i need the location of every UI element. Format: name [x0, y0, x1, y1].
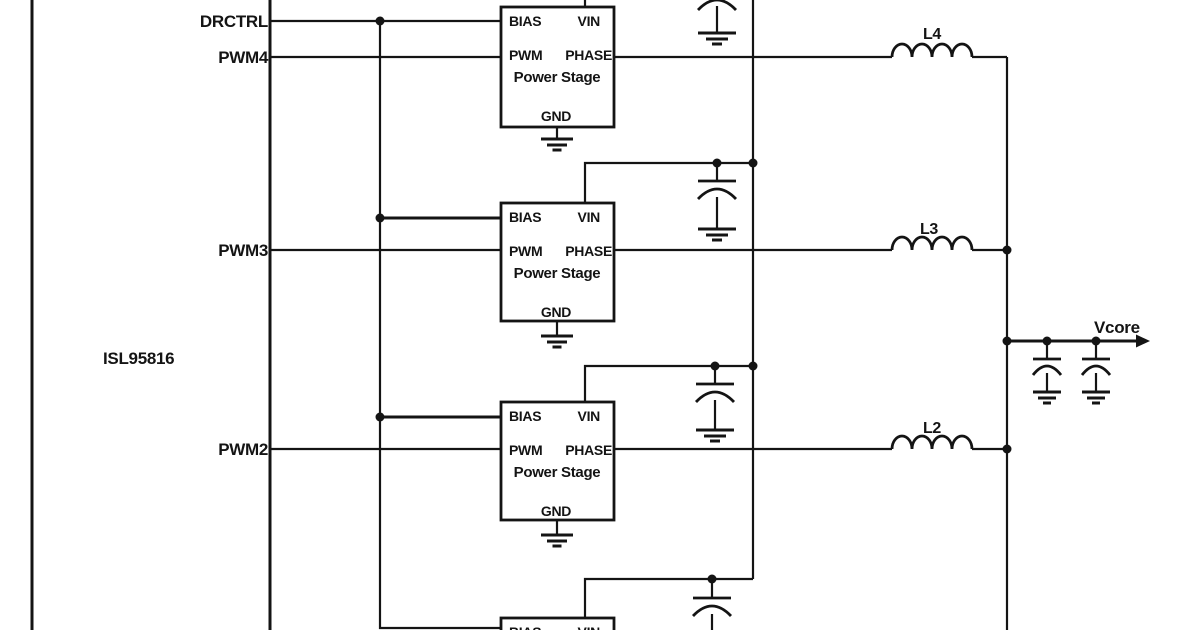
chip-label: ISL95816: [103, 349, 174, 368]
junction-dot: [375, 213, 385, 223]
inductor-label-l1: L1: [923, 628, 941, 630]
stage-pin-vin: VIN: [578, 209, 601, 225]
stage-pin-bias: BIAS: [509, 408, 541, 424]
vin-capacitor-2: [696, 158, 738, 242]
capacitor-curved-plate: [1080, 364, 1112, 376]
ground-symbol: [1082, 390, 1110, 405]
stage-pin-phase: PHASE: [565, 442, 612, 458]
vin-bus-group: [748, 0, 758, 579]
stage-pin-vin: VIN: [578, 624, 601, 630]
output-capacitor-1: [1031, 341, 1063, 405]
stage4-vin-wire: [583, 577, 753, 618]
bias-bus: [378, 21, 501, 630]
stage-pin-vin: VIN: [578, 13, 601, 29]
ground-symbol: [541, 137, 573, 152]
output-capacitor-2: [1080, 341, 1112, 405]
pin-label-pwm2: PWM2: [218, 440, 268, 459]
stage-pin-phase: PHASE: [565, 243, 612, 259]
junction-dot: [1002, 245, 1012, 255]
capacitor-curved-plate: [696, 187, 738, 200]
controller-chip: ISL95816 DRCTRL PWM4 PWM3 PWM2: [30, 0, 272, 630]
capacitor-curved-plate: [1031, 364, 1063, 376]
stage-pin-bias: BIAS: [509, 13, 541, 29]
vin-capacitor-4: [691, 574, 733, 630]
power-stage-box: [499, 616, 616, 630]
inductor-l2: [890, 434, 974, 450]
ground-symbol: [541, 533, 573, 548]
stage-pin-gnd: GND: [541, 304, 571, 320]
capacitor-curved-plate: [691, 604, 733, 617]
pin-label-pwm3: PWM3: [218, 241, 268, 260]
inductor-l4: [890, 42, 974, 58]
ground-symbol: [541, 334, 573, 349]
power-stage-3: BIAS VIN PWM PHASE Power Stage GND: [499, 361, 753, 548]
junction-dot: [375, 16, 385, 26]
vcore-label: Vcore: [1094, 318, 1140, 337]
vin-capacitor-1: [696, 0, 738, 46]
phase-row-l2: L2: [614, 420, 1007, 451]
stage-name: Power Stage: [514, 464, 601, 481]
inductor-label-l4: L4: [923, 26, 941, 43]
stage-name: Power Stage: [514, 69, 601, 86]
stage-pin-pwm: PWM: [509, 47, 542, 63]
stage-pin-gnd: GND: [541, 108, 571, 124]
stage-pin-bias: BIAS: [509, 209, 541, 225]
vin-capacitor-3: [694, 361, 736, 443]
vcore-output: Vcore: [1002, 318, 1150, 405]
capacitor-curved-plate: [696, 0, 738, 11]
ground-symbol: [1033, 390, 1061, 405]
junction-dot: [1002, 444, 1012, 454]
vcore-arrow: [1136, 334, 1150, 348]
stage-pin-pwm: PWM: [509, 442, 542, 458]
stage3-vin-wire: [583, 364, 753, 402]
junction-dot: [1002, 336, 1012, 346]
stage-name: Power Stage: [514, 265, 601, 282]
capacitor-curved-plate: [694, 390, 736, 403]
pin-label-drctrl: DRCTRL: [200, 12, 268, 31]
inductor-label-l2: L2: [923, 420, 941, 437]
inductor-label-l3: L3: [920, 221, 938, 238]
power-stage-box: [499, 400, 616, 522]
power-stage-2: BIAS VIN PWM PHASE Power Stage GND: [499, 158, 753, 349]
ground-symbol: [698, 227, 736, 242]
phase-row-l4: L4: [614, 26, 1007, 59]
pin-label-pwm4: PWM4: [218, 48, 269, 67]
stage-pin-pwm: PWM: [509, 243, 542, 259]
power-stage-4: BIAS VIN: [499, 574, 753, 630]
stage-pin-vin: VIN: [578, 408, 601, 424]
stage-pin-phase: PHASE: [565, 47, 612, 63]
ground-symbol: [698, 31, 736, 46]
stage-pin-bias: BIAS: [509, 624, 541, 630]
junction-dot: [375, 412, 385, 422]
inductor-l3: [890, 235, 974, 251]
stage2-vin-wire: [583, 161, 753, 203]
stage-pin-gnd: GND: [541, 503, 571, 519]
phase-row-l3: L3: [614, 221, 1007, 252]
power-stage-1: BIAS VIN PWM PHASE Power Stage GND: [499, 0, 738, 152]
ground-symbol: [696, 428, 734, 443]
control-wires: [270, 16, 501, 630]
